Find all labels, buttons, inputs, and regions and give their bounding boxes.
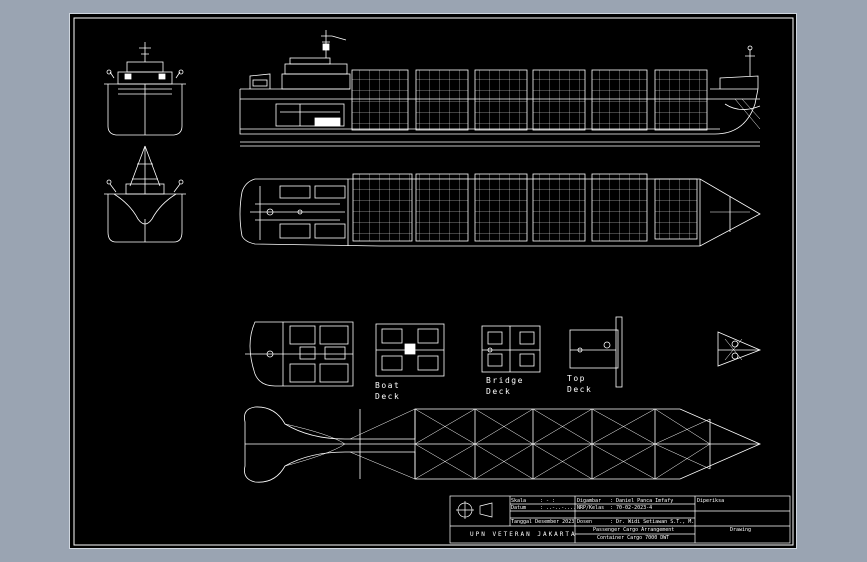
lecturer-label: Dosen <box>577 519 593 525</box>
nrp-label: NRP/Kelas <box>577 505 605 511</box>
boat-deck-plan <box>375 323 445 377</box>
drawing-label: Drawing <box>730 527 752 533</box>
profile-container-bays <box>351 69 708 131</box>
drawing-sheet: Boat Deck Bridge Deck Top Deck Skala : -… <box>69 13 797 549</box>
nrp-value: : 70-02-2023-4 <box>610 505 653 511</box>
boat-deck-label-line2: Deck <box>375 392 401 401</box>
bridge-deck-label-line1: Bridge <box>486 376 524 385</box>
forecastle-plan <box>717 331 762 367</box>
lecturer-value: : Dr. Widi Setiawan S.T., M. <box>610 519 695 525</box>
boat-deck-label-line1: Boat <box>375 381 401 390</box>
tank-top-plan <box>244 406 761 483</box>
boat-deck-label: Boat Deck <box>375 380 400 402</box>
bridge-deck-plan <box>481 325 541 373</box>
poop-deck-plan <box>245 321 354 387</box>
turned-in-date: Tanggal Desember 2023 <box>511 519 575 525</box>
top-deck-label-line2: Deck <box>567 385 593 394</box>
deck-plan <box>239 173 761 247</box>
scale-value: : - : <box>540 498 556 504</box>
body-plan-lower <box>104 145 186 243</box>
title-line1: Passenger Cargo Arrangement <box>593 527 675 533</box>
date-label: Datum <box>511 505 527 511</box>
bridge-deck-label-line2: Deck <box>486 387 512 396</box>
drawn-value: : Daniel Panca Imfafy <box>610 498 674 504</box>
drawn-label: Digambar <box>577 498 602 504</box>
scale-label: Skala <box>511 498 527 504</box>
top-deck-plan <box>569 316 623 388</box>
bridge-deck-label: Bridge Deck <box>486 375 524 397</box>
checked-label: Diperiksa <box>697 498 725 504</box>
title-line2: Container Cargo 7000 DWT <box>597 535 670 541</box>
body-plan-upper <box>104 42 186 136</box>
top-deck-label: Top Deck <box>567 373 592 395</box>
title-block-frame <box>449 495 791 544</box>
top-deck-label-line1: Top <box>567 374 586 383</box>
school-name: UPN VETERAN JAKARTA <box>470 531 577 538</box>
date-value: : ..-..-.... <box>540 505 577 511</box>
ship-general-arrangement-drawing <box>73 17 794 546</box>
